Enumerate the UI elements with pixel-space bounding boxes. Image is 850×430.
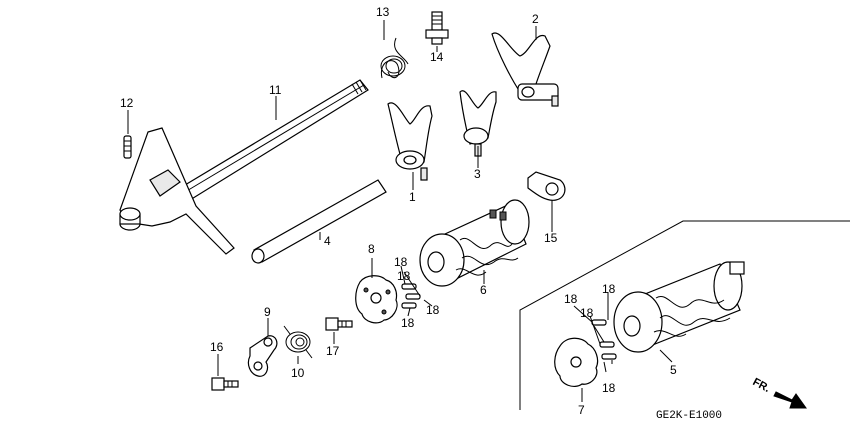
callout-15: 15 <box>544 231 558 245</box>
part-stopper-arm-9 <box>247 335 278 377</box>
part-fork-shaft-4 <box>251 179 387 264</box>
callout-14: 14 <box>430 50 444 64</box>
part-dowel-pins-18-inset <box>591 319 617 360</box>
callout-12: 12 <box>120 96 134 110</box>
callout-13: 13 <box>376 5 390 19</box>
callout-18-f: 18 <box>602 282 616 296</box>
part-drum-cam-8 <box>355 275 398 324</box>
part-bolt-17 <box>325 317 353 331</box>
part-stopper-spring-10 <box>283 325 313 359</box>
callout-11: 11 <box>269 83 282 97</box>
callout-18-a: 18 <box>394 255 408 269</box>
callout-5: 5 <box>670 363 677 377</box>
front-arrow-icon <box>773 391 807 409</box>
callout-10: 10 <box>291 366 305 380</box>
callout-18-e: 18 <box>564 292 578 306</box>
part-shift-drum-6 <box>419 199 530 287</box>
callout-18-c: 18 <box>401 316 415 330</box>
callout-18-b: 18 <box>397 269 411 283</box>
callout-18-d: 18 <box>426 303 440 317</box>
part-dowel-pins-18 <box>401 283 421 309</box>
direction-label: FR. <box>751 376 772 395</box>
callout-3: 3 <box>474 167 481 181</box>
part-spring-12 <box>123 135 132 159</box>
callout-4: 4 <box>324 234 331 248</box>
callout-18-h: 18 <box>602 381 616 395</box>
part-return-spring-13 <box>380 37 409 79</box>
callout-2: 2 <box>532 12 539 26</box>
inset-box <box>519 220 850 410</box>
callout-8: 8 <box>368 242 375 256</box>
part-shift-fork-1 <box>387 102 433 181</box>
part-bolt-16 <box>211 377 239 391</box>
part-plate-15 <box>527 171 566 201</box>
callout-labels: 1 2 3 4 5 6 7 8 9 10 11 12 13 14 15 16 1… <box>120 5 677 417</box>
callout-18-g: 18 <box>580 306 594 320</box>
diagram-code: GE2K-E1000 <box>656 410 722 422</box>
callout-17: 17 <box>326 344 340 358</box>
part-shift-fork-2 <box>491 32 559 107</box>
part-gearshift-spindle <box>119 79 369 255</box>
part-shift-fork-3 <box>459 90 497 157</box>
leader-lines <box>127 20 673 402</box>
callout-9: 9 <box>264 305 271 319</box>
callout-16: 16 <box>210 340 224 354</box>
front-direction-indicator: FR. <box>751 376 807 409</box>
callout-7: 7 <box>578 403 585 417</box>
callout-1: 1 <box>409 190 416 204</box>
part-stud-14 <box>425 11 449 45</box>
part-shift-drum-5 <box>613 261 745 353</box>
callout-6: 6 <box>480 283 487 297</box>
part-drum-cam-7 <box>554 337 599 388</box>
